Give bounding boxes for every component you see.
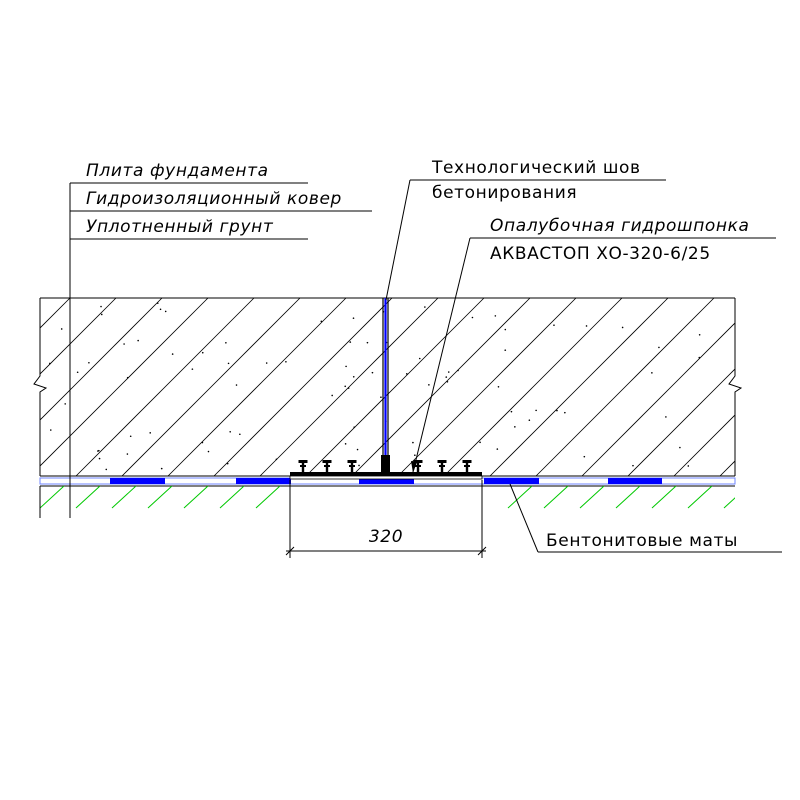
dimension-label: 320 [369, 527, 403, 547]
callout-membrane: Гидроизоляционный ковер [86, 189, 342, 209]
bentonite-callout: Бентонитовые маты [509, 483, 782, 553]
callout-joint-line2: бетонирования [432, 183, 577, 203]
callout-slab: Плита фундамента [86, 161, 269, 181]
concrete-hatch [40, 298, 735, 476]
layer-callouts: Плита фундамента Гидроизоляционный ковер… [70, 161, 372, 240]
callout-waterstop-line2: АКВАСТОП ХО-320-6/25 [490, 244, 711, 264]
left-break-line [33, 298, 48, 476]
callout-bentonite: Бентонитовые маты [546, 531, 738, 551]
right-break-line [728, 298, 743, 476]
concreting-joint [382, 298, 389, 476]
waterstop-flange [289, 475, 483, 480]
concrete-aggregate-dots [48, 302, 701, 471]
waterstop-base-strip [290, 472, 482, 477]
waterstop-anchor-ribs [298, 460, 472, 472]
foundation-slab [33, 297, 743, 476]
callout-waterstop-line1: Опалубочная гидрошпонка [490, 216, 750, 236]
waterstop-callout: Опалубочная гидрошпонка АКВАСТОП ХО-320-… [411, 216, 776, 473]
joint-callout: Технологический шов бетонирования [385, 158, 666, 301]
callout-soil: Уплотненный грунт [86, 217, 274, 237]
compacted-soil-hatch [40, 486, 735, 509]
dimension-320: 320 [285, 480, 487, 558]
callout-joint-line1: Технологический шов [431, 158, 641, 178]
waterstop-center-bulb [381, 455, 390, 473]
formwork-waterstop [289, 455, 483, 480]
bentonite-mats [110, 478, 662, 484]
